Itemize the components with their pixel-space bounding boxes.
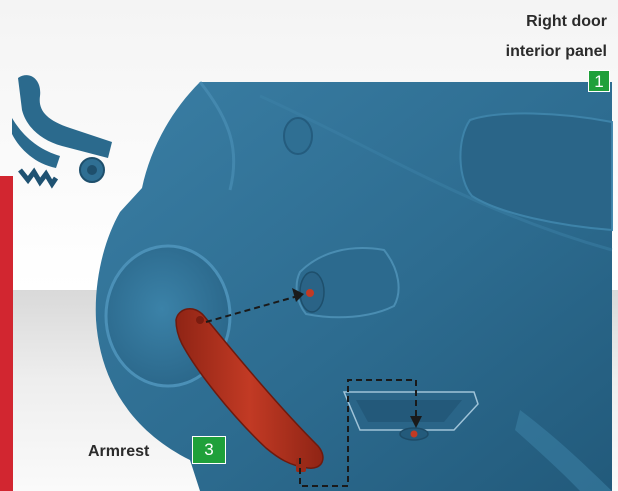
armrest-number-badge: 3 — [192, 436, 226, 464]
panel-label-line1: Right door — [526, 12, 607, 32]
panel-label-line2: interior panel — [506, 42, 607, 62]
panel-number-badge: 1 — [588, 70, 610, 92]
hinge-bracket — [12, 75, 112, 184]
armrest-label: Armrest — [88, 442, 149, 462]
handle-mount-point — [306, 289, 314, 297]
